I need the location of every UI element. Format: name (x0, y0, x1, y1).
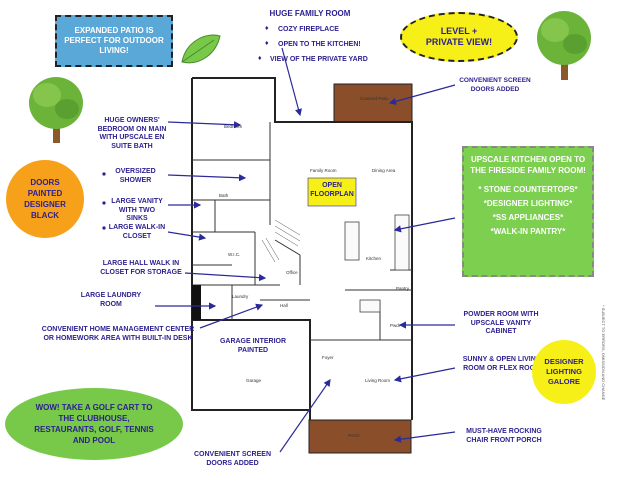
room-bedroom: Bedroom (224, 124, 243, 129)
powder-room-label: POWDER ROOM WITH UPSCALE VANITY CABINET (463, 311, 539, 335)
designer-lighting-circle: DESIGNER LIGHTING GALORE (532, 340, 596, 404)
level-private-oval: LEVEL + PRIVATE VIEW! (400, 12, 518, 62)
owners-bedroom-label: HUGE OWNERS' BEDROOM ON MAIN WITH UPSCAL… (97, 117, 167, 150)
garage-black-panel (192, 285, 201, 320)
disclaimer-text: * SUBJECT TO ERRORS, OMISSION AND CHANGE (601, 305, 606, 401)
convenient-screen-bottom-label: CONVENIENT SCREEN DOORS ADDED (193, 451, 271, 467)
sunny-living-label: SUNNY & OPEN LIVING ROOM OR FLEX ROOM (462, 356, 542, 372)
upscale-kitchen-box: UPSCALE KITCHEN OPEN TO THE FIRESIDE FAM… (462, 146, 594, 277)
family-room-item: COZY FIREPLACE (278, 26, 339, 33)
outer-walls (191, 77, 413, 420)
room-dining-area: Dining Area (372, 168, 396, 173)
room-hall: Hall (280, 303, 288, 308)
laundry-label: LARGE LAUNDRY ROOM (80, 292, 142, 308)
family-room-item: OPEN TO THE KITCHEN! (278, 41, 361, 48)
large-vanity-label: LARGE VANITY WITH TWO SINKS (111, 198, 163, 222)
room-pantry: Pantry (396, 286, 410, 291)
rocking-porch-label: MUST-HAVE ROCKING CHAIR FRONT PORCH (466, 428, 542, 444)
upscale-kitchen-title: UPSCALE KITCHEN OPEN TO THE FIRESIDE FAM… (470, 155, 586, 175)
room-bath: Bath (219, 193, 229, 198)
stairs (261, 219, 301, 263)
expanded-patio-text: EXPANDED PATIO IS PERFECT FOR OUTDOOR LI… (64, 26, 164, 55)
convenient-screen-top-label: CONVENIENT SCREEN DOORS ADDED (459, 77, 531, 93)
room-family-room: Family Room (310, 168, 337, 173)
large-walkin-label: LARGE WALK-IN CLOSET (108, 224, 166, 240)
expanded-patio-box: EXPANDED PATIO IS PERFECT FOR OUTDOOR LI… (55, 15, 173, 67)
doors-painted-text: DOORS PAINTED DESIGNER BLACK (24, 178, 66, 220)
family-room-item: VIEW OF THE PRIVATE YARD (270, 56, 368, 63)
interior-walls (192, 122, 412, 341)
golf-cart-text: WOW! TAKE A GOLF CART TO THE CLUBHOUSE, … (34, 403, 154, 445)
tree-icon (29, 77, 83, 143)
pointer-arrows (155, 47, 456, 453)
room-laundry: Laundry (232, 294, 249, 299)
kitchen-feature: *DESIGNER LIGHTING* (483, 199, 573, 208)
bullet: ♦ (265, 40, 269, 47)
covered-patio-floor (333, 83, 413, 123)
garage-painted-label: GARAGE INTERIOR PAINTED (219, 338, 287, 354)
room-living-room: Living Room (365, 378, 391, 383)
level-private-text: LEVEL + PRIVATE VIEW! (425, 26, 493, 47)
room-porch: Porch (348, 433, 360, 438)
huge-family-room-title: HUGE FAMILY ROOM (269, 9, 351, 18)
bullet: ♦ (258, 55, 262, 62)
room-garage: Garage (246, 378, 262, 383)
kitchen-feature: *SS APPLIANCES* (492, 213, 564, 222)
hall-walkin-label: LARGE HALL WALK IN CLOSET FOR STORAGE (100, 260, 182, 276)
oversized-shower-label: OVERSIZED SHOWER (115, 168, 156, 184)
golf-cart-oval: WOW! TAKE A GOLF CART TO THE CLUBHOUSE, … (5, 388, 183, 460)
doors-painted-circle: DOORS PAINTED DESIGNER BLACK (6, 160, 84, 238)
bullet: ♦ (265, 25, 269, 32)
room-pwdr: Pwdr (390, 323, 401, 328)
kitchen-feature: * STONE COUNTERTOPS* (478, 185, 578, 194)
designer-lighting-text: DESIGNER LIGHTING GALORE (544, 357, 584, 386)
room-covered-patio: Covered Patio (360, 96, 389, 101)
home-mgmt-label: CONVENIENT HOME MANAGEMENT CENTER OR HOM… (41, 326, 195, 342)
open-floorplan-text: OPEN FLOORPLAN (310, 182, 354, 198)
tree-icon (537, 11, 591, 80)
room-kitchen: Kitchen (366, 256, 382, 261)
porch-floor (308, 419, 412, 454)
room-foyer: Foyer (322, 355, 334, 360)
room-office: Office (286, 270, 298, 275)
open-floorplan-box (307, 177, 357, 207)
room-wic: W.I.C. (228, 252, 241, 257)
leaf-icon (181, 34, 221, 64)
kitchen-feature: *WALK-IN PANTRY* (490, 227, 566, 236)
